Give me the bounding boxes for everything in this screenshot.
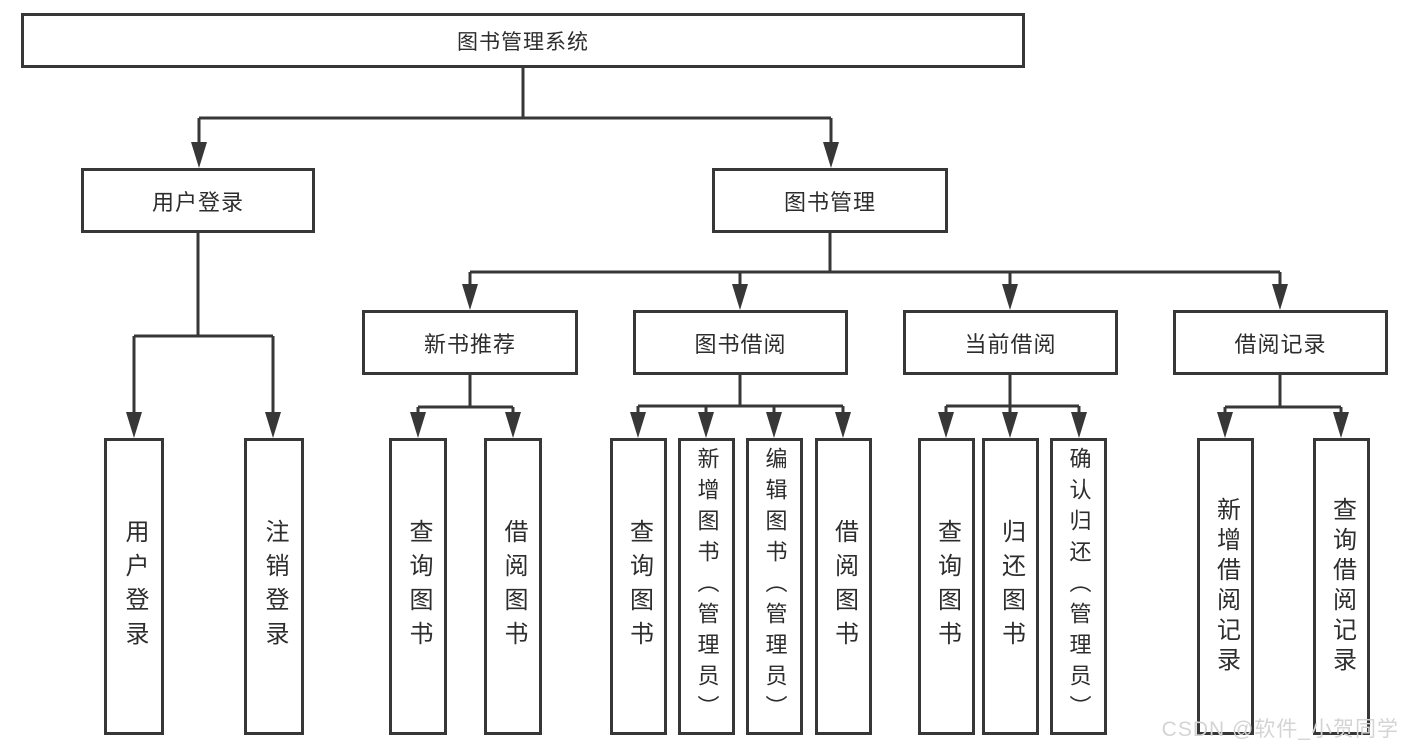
leaf-query-books-borrow-label: 查询图书 <box>625 518 653 655</box>
node-user-login-label: 用户登录 <box>151 189 244 215</box>
leaf-add-books-admin: 新增图书（管理员） <box>678 438 735 735</box>
leaf-logout: 注销登录 <box>244 438 304 735</box>
node-borrowing-records: 借阅记录 <box>1173 310 1388 375</box>
leaf-return-books-label: 归还图书 <box>997 518 1025 655</box>
leaf-query-borrow-record: 查询借阅记录 <box>1313 438 1370 735</box>
leaf-confirm-return-admin-label: 确认归还（管理员） <box>1066 447 1092 726</box>
node-book-management: 图书管理 <box>712 168 948 233</box>
node-root-system: 图书管理系统 <box>21 13 1025 68</box>
leaf-confirm-return-admin: 确认归还（管理员） <box>1050 438 1107 735</box>
csdn-watermark: CSDN @软件_小贺同学 <box>1161 718 1399 741</box>
node-borrowing-records-label: 借阅记录 <box>1234 331 1327 357</box>
leaf-add-borrow-record: 新增借阅记录 <box>1197 438 1254 735</box>
node-current-borrowing: 当前借阅 <box>903 310 1118 375</box>
leaf-query-books-recommend: 查询图书 <box>389 438 447 735</box>
leaf-borrow-books: 借阅图书 <box>815 438 872 735</box>
leaf-add-borrow-record-label: 新增借阅记录 <box>1212 496 1240 677</box>
node-new-book-recommendation: 新书推荐 <box>362 310 578 375</box>
leaf-borrow-books-label: 借阅图书 <box>830 518 858 655</box>
leaf-edit-books-admin-label: 编辑图书（管理员） <box>762 447 788 726</box>
node-new-book-recommendation-label: 新书推荐 <box>423 331 516 357</box>
node-book-management-label: 图书管理 <box>783 189 876 215</box>
leaf-user-login: 用户登录 <box>104 438 164 735</box>
leaf-query-books-current-label: 查询图书 <box>933 518 961 655</box>
leaf-logout-label: 注销登录 <box>261 518 288 655</box>
leaf-user-login-label: 用户登录 <box>121 518 148 655</box>
leaf-borrow-books-recommend-label: 借阅图书 <box>500 518 527 655</box>
arrowheads <box>126 142 1349 438</box>
leaf-edit-books-admin: 编辑图书（管理员） <box>746 438 803 735</box>
leaf-query-borrow-record-label: 查询借阅记录 <box>1328 496 1356 677</box>
node-current-borrowing-label: 当前借阅 <box>964 331 1057 357</box>
node-book-borrowing-label: 图书借阅 <box>694 331 787 357</box>
node-root-system-label: 图书管理系统 <box>457 30 589 54</box>
leaf-borrow-books-recommend: 借阅图书 <box>484 438 542 735</box>
leaf-query-books-recommend-label: 查询图书 <box>405 518 432 655</box>
node-book-borrowing: 图书借阅 <box>633 310 848 375</box>
leaf-add-books-admin-label: 新增图书（管理员） <box>694 447 720 726</box>
leaf-query-books-borrow: 查询图书 <box>610 438 667 735</box>
leaf-query-books-current: 查询图书 <box>918 438 975 735</box>
node-user-login: 用户登录 <box>81 168 315 233</box>
leaf-return-books: 归还图书 <box>982 438 1039 735</box>
